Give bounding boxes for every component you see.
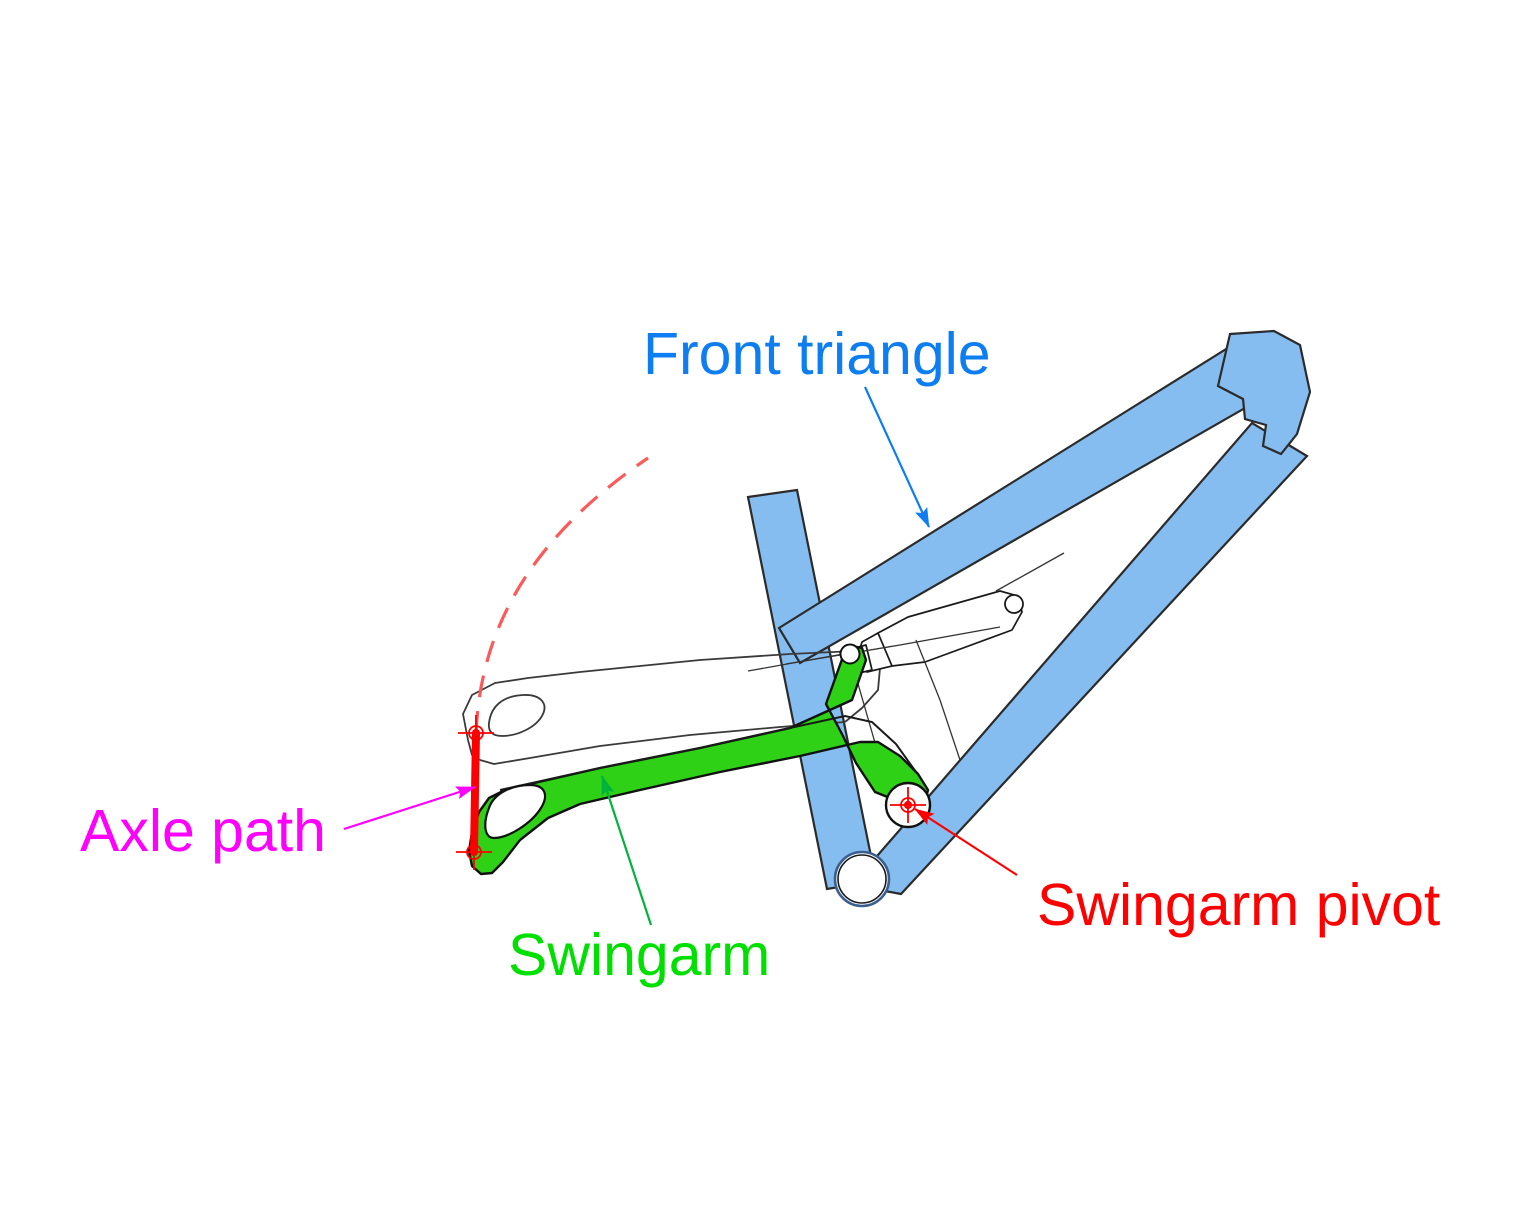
leader-arrows <box>343 386 1018 926</box>
bottom-bracket-bore <box>837 854 887 904</box>
front-triangle-part <box>746 329 1312 908</box>
crosshair-pivot <box>890 787 926 823</box>
swingarm-part <box>467 643 932 876</box>
label-swingarm-pivot: Swingarm pivot <box>1037 872 1440 938</box>
label-axle-path: Axle path <box>80 798 326 864</box>
axle-path-leader <box>343 785 476 831</box>
front-triangle-leader <box>863 386 931 528</box>
crosshair-markers <box>456 715 926 870</box>
label-swingarm: Swingarm <box>508 922 770 988</box>
swingarm-crease <box>499 714 917 791</box>
swingarm-shock-eyelet <box>839 643 861 665</box>
dropout-slot <box>484 783 547 840</box>
swingarm-pivot-leader <box>914 808 1018 876</box>
ghost-swingarm-outline <box>462 650 881 765</box>
axle-path-arc <box>474 456 649 734</box>
head-tube <box>1216 329 1312 456</box>
shock-rear-eyelet <box>1004 594 1024 614</box>
swingarm-leader <box>600 775 653 926</box>
label-front-triangle: Front triangle <box>643 321 991 387</box>
crosshair-axle-sagged <box>456 834 492 870</box>
crosshair-axle-extended <box>458 715 494 751</box>
